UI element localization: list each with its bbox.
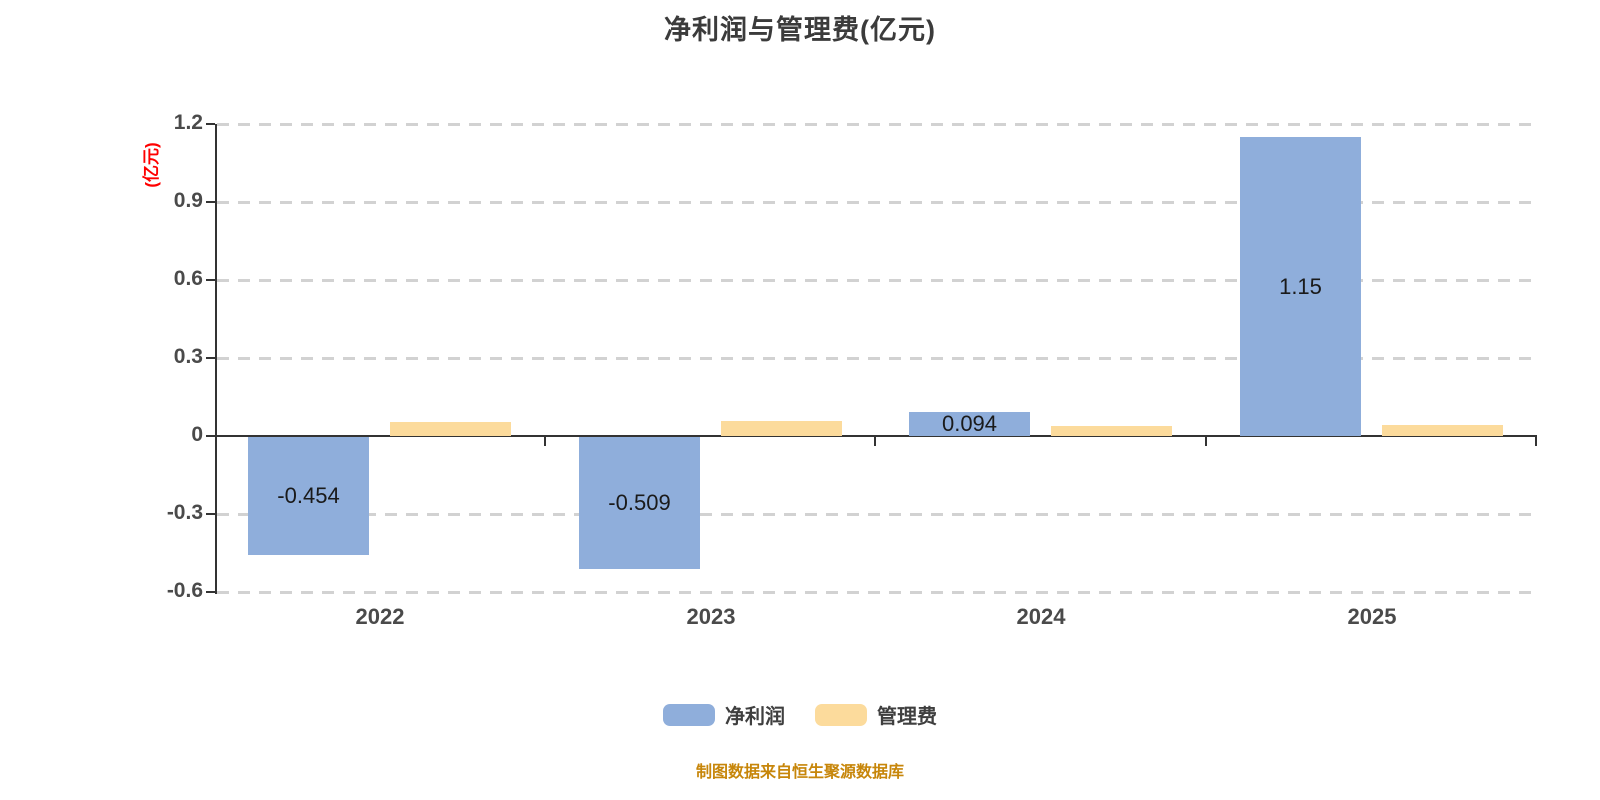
y-axis-tick (206, 513, 215, 515)
x-axis-tick (874, 437, 876, 446)
y-axis-tick-label: 0.3 (173, 345, 203, 368)
bar-value-label: -0.509 (608, 490, 671, 515)
chart-title: 净利润与管理费(亿元) (664, 15, 936, 45)
y-axis-tick-label: 0 (191, 423, 203, 446)
legend-item-management-fee: 管理费 (815, 700, 937, 729)
bar-净利润-2024 (909, 411, 1030, 436)
x-axis-tick (544, 437, 546, 446)
bar-value-label: -0.454 (277, 483, 340, 508)
plot-area: 1.2 0.9 0.6 0.3 0 -0.3 -0.6 -0.454 -0.509 0.094 1.… (167, 111, 1537, 629)
y-axis-tick (206, 357, 215, 359)
gridline (217, 123, 1537, 126)
legend-item-net-profit: 净利润 (663, 700, 785, 729)
bar-管理费-2024 (1051, 426, 1172, 437)
y-axis-tick-label: 0.6 (173, 267, 203, 290)
x-axis-label-2023: 2023 (686, 604, 736, 629)
management-fee-swatch-icon (815, 703, 867, 726)
x-axis-tick (1205, 437, 1207, 446)
bar-管理费-2025 (1382, 425, 1503, 437)
bar-管理费-2022 (390, 421, 511, 436)
legend-label-net-profit: 净利润 (725, 706, 785, 728)
y-axis-tick-label: -0.6 (166, 579, 203, 602)
x-axis-label-2024: 2024 (1016, 604, 1066, 629)
gridline (217, 279, 1537, 282)
y-axis-tick (206, 201, 215, 203)
data-source-footer: 制图数据来自恒生聚源数据库 (695, 764, 904, 781)
y-axis-tick-label: 1.2 (173, 111, 203, 134)
y-axis-tick (206, 435, 215, 437)
gridline (217, 357, 1537, 360)
y-axis-tick-label: 0.9 (173, 189, 203, 212)
bar-value-label: 1.15 (1279, 273, 1322, 299)
bar-净利润-2023 (579, 437, 700, 569)
bar-管理费-2023 (721, 421, 842, 437)
y-axis-line (215, 124, 217, 594)
x-axis-label-2025: 2025 (1347, 604, 1397, 629)
bar-净利润-2022 (248, 437, 369, 555)
gridline (217, 201, 1537, 204)
bar-净利润-2025 (1240, 137, 1361, 436)
gridline (217, 591, 1537, 594)
legend-label-management-fee: 管理费 (877, 706, 937, 728)
x-axis-tick (1535, 437, 1537, 446)
y-axis-tick (206, 591, 215, 593)
x-axis-label-2022: 2022 (355, 604, 405, 629)
zero-axis-line (215, 435, 1537, 437)
y-axis-tick-label: -0.3 (166, 501, 203, 524)
bar-value-label: 0.094 (941, 410, 998, 436)
y-axis-tick (206, 123, 215, 125)
y-axis-tick (206, 279, 215, 281)
chart-legend: 净利润 管理费 (0, 700, 1600, 729)
gridline (217, 513, 1537, 516)
net-profit-swatch-icon (663, 703, 715, 726)
